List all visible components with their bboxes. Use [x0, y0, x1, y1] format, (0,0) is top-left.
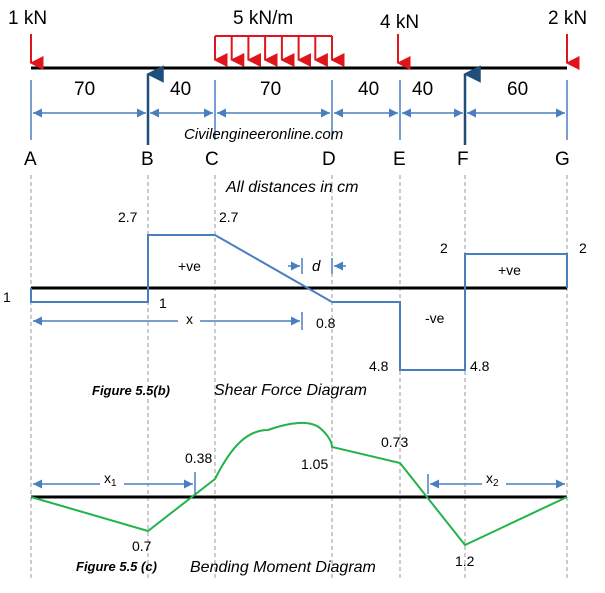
load-label-e: 4 kN — [380, 12, 419, 33]
point-label-g: G — [555, 149, 570, 170]
sfd-zone-negative: -ve — [425, 310, 445, 326]
bmd-dim-x1-label: x1 — [104, 470, 117, 489]
distance-note: All distances in cm — [225, 179, 359, 196]
bmd-caption-number: Figure 5.5 (c) — [76, 559, 157, 574]
sfd-value-e: 4.8 — [369, 358, 389, 374]
udl-load — [213, 35, 345, 67]
bmd-value-d: 1.05 — [301, 456, 328, 472]
sfd-value-b-low: 1 — [159, 295, 167, 311]
sfd-value-f-high: 2 — [440, 240, 448, 256]
sfd-value-g: 2 — [579, 240, 587, 256]
sfd-value-f: 4.8 — [470, 358, 490, 374]
bmd-curve — [30, 422, 568, 547]
sfd-zone-positive-1: +ve — [178, 258, 201, 274]
sfd-value-c: 2.7 — [219, 209, 239, 225]
span-label-fg: 60 — [507, 79, 528, 100]
point-label-c: C — [205, 149, 219, 170]
sfd-value-start: 1 — [3, 289, 11, 305]
sfd-dim-x-label: x — [186, 311, 193, 327]
sfd-zone-positive-2: +ve — [498, 262, 521, 278]
point-label-b: B — [141, 149, 154, 170]
span-label-ef: 40 — [412, 79, 433, 100]
bmd-value-c: 0.38 — [185, 450, 212, 466]
span-label-de: 40 — [358, 79, 379, 100]
span-label-bc: 40 — [170, 79, 191, 100]
sfd-value-b-high: 2.7 — [118, 209, 138, 225]
point-label-a: A — [24, 149, 37, 170]
sfd-caption-title: Shear Force Diagram — [214, 382, 367, 399]
sfd-dim-d-label: d — [312, 258, 321, 275]
load-label-a: 1 kN — [8, 8, 47, 29]
bmd-dim-x2-label: x2 — [486, 470, 499, 489]
span-label-cd: 70 — [260, 79, 281, 100]
point-label-e: E — [393, 149, 406, 170]
bmd-value-e: 0.73 — [381, 434, 408, 450]
load-label-g: 2 kN — [548, 8, 587, 29]
sfd-dim-x — [33, 312, 303, 330]
point-label-f: F — [457, 149, 469, 170]
bmd-caption-title: Bending Moment Diagram — [190, 559, 376, 576]
sfd-value-d: 0.8 — [316, 315, 336, 331]
sfd-dim-d — [288, 258, 346, 274]
bmd-value-b: 0.7 — [132, 538, 152, 554]
sfd-curve — [30, 234, 568, 371]
guide-lines — [30, 175, 568, 578]
dimension-ticks — [30, 80, 568, 140]
span-label-ab: 70 — [74, 79, 95, 100]
point-label-d: D — [322, 149, 336, 170]
sfd-caption-number: Figure 5.5(b) — [92, 383, 170, 398]
watermark: Civilengineeronline.com — [184, 126, 343, 143]
bmd-value-f: 1.2 — [455, 553, 475, 569]
load-label-udl: 5 kN/m — [233, 8, 293, 29]
